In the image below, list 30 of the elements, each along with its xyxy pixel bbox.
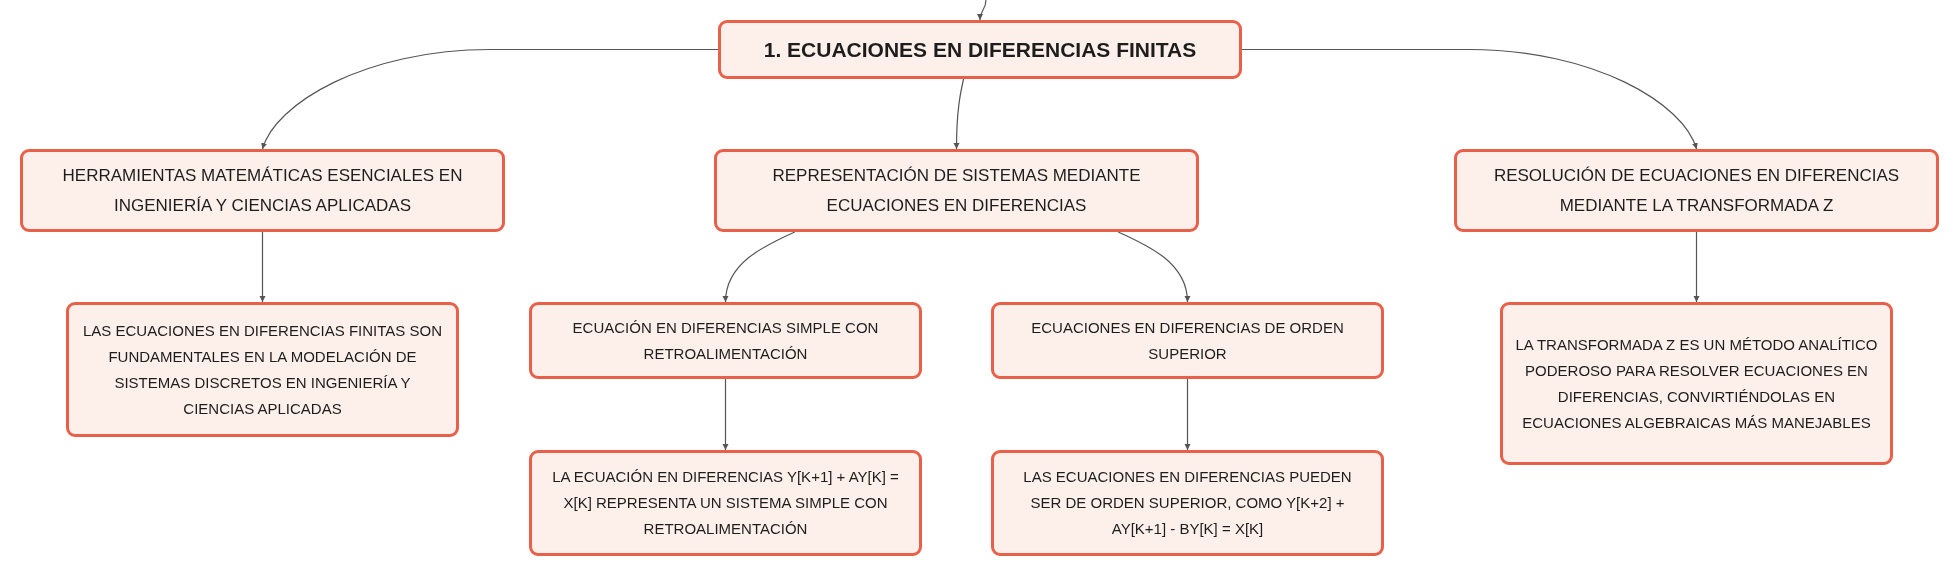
topic-text: 1. ECUACIONES EN DIFERENCIAS FINITAS: [763, 36, 1197, 63]
connector-arrow: [1184, 378, 1191, 451]
connector-arrow: [259, 231, 266, 303]
topic-text: ECUACIÓN EN DIFERENCIAS SIMPLE CON RETROALIMENTACIÓN: [571, 317, 880, 364]
subtopic-box: [529, 302, 922, 379]
topic-text: LAS ECUACIONES EN DIFERENCIAS PUEDEN SER DE ORDEN SUPERIOR, COMO Y[K+2] + AY[K+1] - BY[K] = X[K]: [1022, 467, 1353, 539]
topic-text: REPRESENTACIÓN DE SISTEMAS MEDIANTE ECUACIONES EN DIFERENCIAS: [771, 164, 1142, 217]
topic-text: HERRAMIENTAS MATEMÁTICAS ESENCIALES EN INGENIERÍA Y CIENCIAS APLICADAS: [61, 164, 464, 217]
connector-arrow: [722, 378, 729, 451]
subtopic-box: [66, 302, 459, 437]
subtopic-box: [1500, 302, 1893, 465]
topic-text: LAS ECUACIONES EN DIFERENCIAS FINITAS SON FUNDAMENTALES EN LA MODELACIÓN DE SISTEMAS DISCRETOS EN INGENIERÍA Y CIENCIAS APLICADAS: [82, 320, 443, 419]
connector-arrow: [977, 0, 987, 21]
topic-box: [714, 149, 1199, 232]
topic-text: ECUACIONES EN DIFERENCIAS DE ORDEN SUPERIOR: [1030, 317, 1345, 364]
connector-arrow: [1241, 48, 1698, 150]
topic-text: LA TRANSFORMADA Z ES UN MÉTODO ANALÍTICO PODEROSO PARA RESOLVER ECUACIONES EN DIFERENCIAS, CONVIRTIÉNDOLAS EN ECUACIONES ALGEBRAICAS MÁS MANEJABLES: [1515, 334, 1878, 433]
topic-text: LA ECUACIÓN EN DIFERENCIAS Y[K+1] + AY[K] = X[K] REPRESENTA UN SISTEMA SIMPLE CON RETROALIMENTACIÓN: [551, 467, 900, 539]
subtopic-box: [529, 450, 922, 556]
connector-arrow: [953, 78, 965, 150]
subtopic-box: [991, 302, 1384, 379]
topic-box: [20, 149, 505, 232]
connector-arrow: [1117, 231, 1190, 303]
connector-arrow: [1693, 231, 1700, 303]
topic-text: RESOLUCIÓN DE ECUACIONES EN DIFERENCIAS MEDIANTE LA TRANSFORMADA Z: [1492, 164, 1901, 217]
connector-arrow: [261, 48, 719, 150]
root-topic-box: [718, 20, 1242, 79]
subtopic-box: [991, 450, 1384, 556]
connector-arrow: [723, 231, 796, 303]
topic-box: [1454, 149, 1939, 232]
